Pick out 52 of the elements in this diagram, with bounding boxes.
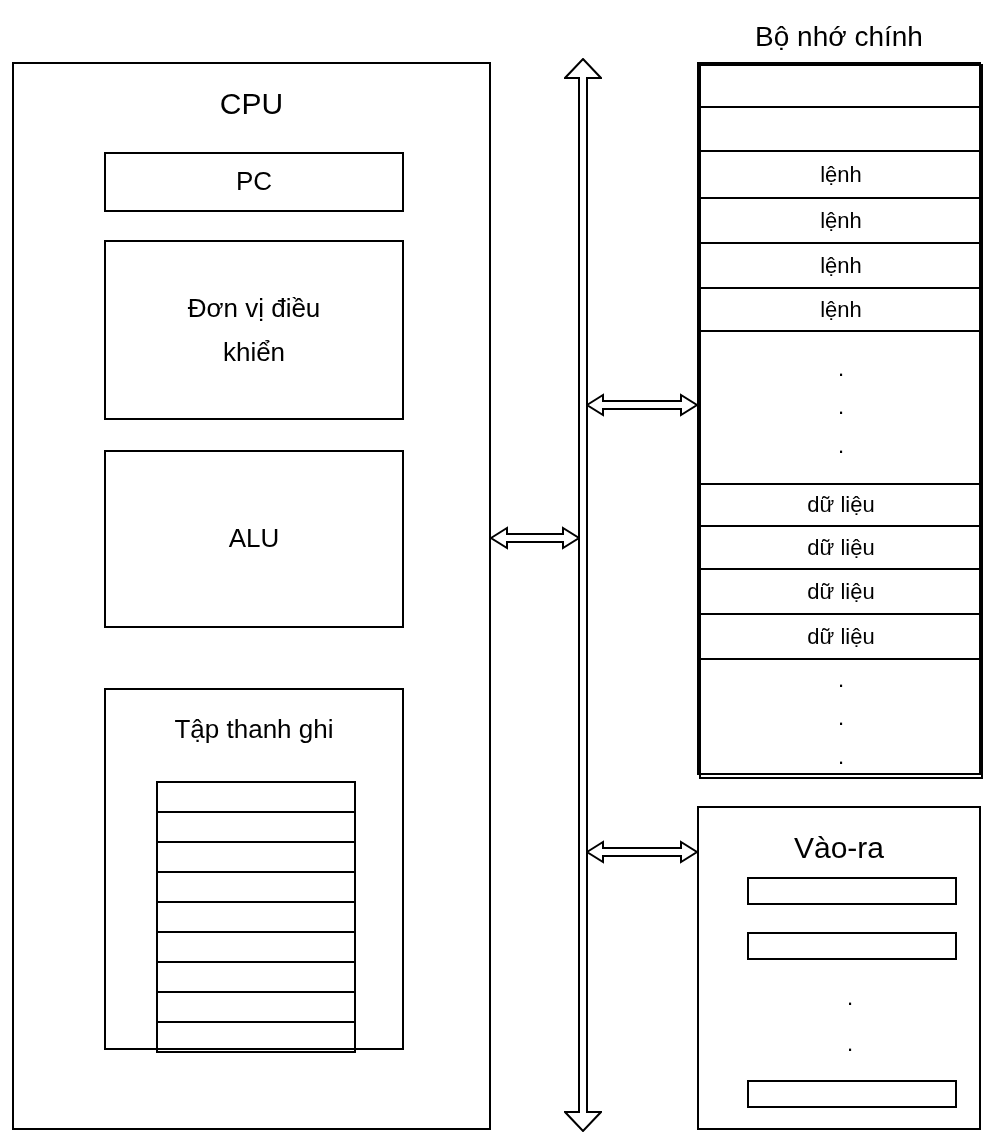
register-row [156, 991, 356, 1023]
alu-label: ALU [228, 522, 280, 556]
double-arrow [489, 526, 581, 550]
io-port-slot [747, 1080, 957, 1108]
register-file-heading: Tập thanh ghi [173, 713, 335, 746]
memory-cell [699, 658, 983, 779]
register-row [156, 1021, 356, 1053]
memory-cell-label: lệnh [820, 206, 862, 235]
memory-cell [699, 525, 983, 570]
double-arrow [585, 393, 699, 417]
memory-cell-label: dữ liệu [807, 491, 875, 520]
control-unit-label: Đơn vị điều khiển [186, 291, 322, 369]
memory-cell [699, 287, 983, 332]
memory-cell [699, 197, 983, 244]
ellipsis: . . [845, 984, 855, 1059]
register-file-box [104, 688, 404, 1050]
register-box [104, 152, 404, 212]
io-heading: Vào-ra [792, 830, 885, 866]
memory-cell [699, 64, 983, 108]
memory-cell [699, 330, 983, 485]
double-arrow [585, 840, 699, 864]
cpu-heading: CPU [218, 86, 285, 122]
memory-cell-label: dữ liệu [807, 533, 875, 562]
register-row [156, 841, 356, 873]
memory-cell-label: lệnh [820, 160, 862, 189]
alu-box [104, 450, 404, 628]
pc-label: PC [235, 165, 273, 199]
register-row [156, 961, 356, 993]
register-row [156, 781, 356, 813]
memory-cell [699, 568, 983, 615]
memory-cell [699, 150, 983, 199]
io-panel [697, 806, 981, 1130]
register-row [156, 811, 356, 843]
ellipsis: . . . [836, 354, 846, 460]
register-row [156, 931, 356, 963]
memory-cell [699, 483, 983, 527]
register-row [156, 901, 356, 933]
memory-heading: Bộ nhớ chính [754, 20, 924, 54]
cpu-panel [12, 62, 491, 1130]
memory-cell-label: dữ liệu [807, 622, 875, 651]
control-unit-box [104, 240, 404, 420]
bus-arrow [564, 58, 602, 1132]
ellipsis: . . . [836, 665, 846, 771]
memory-cell [699, 106, 983, 152]
memory-cell-label: dữ liệu [807, 577, 875, 606]
memory-cell [699, 613, 983, 660]
io-port-slot [747, 877, 957, 905]
register-row [156, 871, 356, 903]
memory-cell-label: lệnh [820, 251, 862, 280]
io-port-slot [747, 932, 957, 960]
memory-cell [699, 242, 983, 289]
memory-cell-label: lệnh [820, 295, 862, 324]
